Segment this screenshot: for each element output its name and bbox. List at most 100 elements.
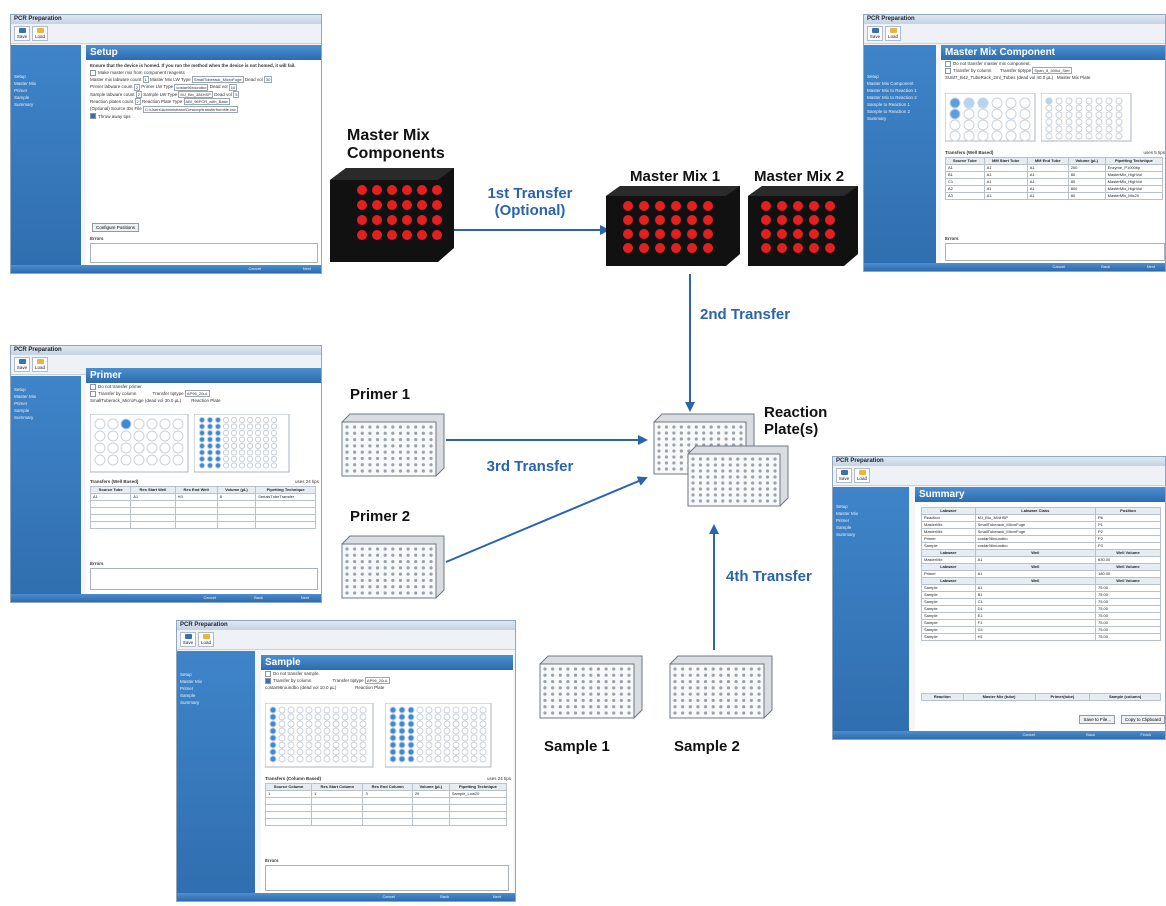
sidebar-item-summary[interactable]: Summary xyxy=(867,116,887,121)
next-button[interactable]: Next xyxy=(302,266,311,271)
sample-source-plate[interactable] xyxy=(265,703,375,769)
back-button[interactable]: Back xyxy=(254,595,263,600)
load-button[interactable]: Load xyxy=(885,26,901,41)
count-field[interactable]: 2 xyxy=(134,98,141,106)
load-button[interactable]: Load xyxy=(32,357,48,372)
table-row[interactable] xyxy=(264,797,508,805)
table-row[interactable] xyxy=(89,521,316,529)
table-row[interactable] xyxy=(264,811,508,819)
sidebar-item-setup[interactable]: Setup xyxy=(836,504,848,509)
cancel-button[interactable]: Cancel xyxy=(1052,264,1065,269)
checkbox[interactable] xyxy=(90,69,96,76)
sidebar-item-sample[interactable]: Sample xyxy=(180,693,196,698)
cancel-button[interactable]: Cancel xyxy=(382,894,395,899)
load-button[interactable]: Load xyxy=(198,632,214,647)
count-field[interactable]: 1 xyxy=(142,76,149,84)
sidebar-item-setup[interactable]: Setup xyxy=(14,74,26,79)
dead-vol-field[interactable]: 30 xyxy=(263,76,273,84)
cancel-button[interactable]: Cancel xyxy=(1022,732,1035,737)
table-row[interactable] xyxy=(89,507,316,515)
sidebar-item-primer[interactable]: Primer xyxy=(836,518,850,523)
transfer-column-option[interactable]: Transfer by column Transfer tiptype AP96… xyxy=(261,677,513,685)
copy-to-clipboard-button[interactable]: Copy to Clipboard xyxy=(1120,715,1165,724)
table-row[interactable] xyxy=(264,804,508,812)
sidebar-item-summary[interactable]: Summary xyxy=(180,700,200,705)
sidebar-item-master-mix[interactable]: Master Mix xyxy=(14,81,37,86)
dead-vol-field[interactable]: 10 xyxy=(228,83,238,91)
checkbox[interactable] xyxy=(265,677,271,684)
checkbox[interactable] xyxy=(945,60,951,67)
sidebar-item-mm-to-reaction-2[interactable]: Master Mix to Reaction 2 xyxy=(867,95,917,100)
sidebar-item-sample[interactable]: Sample xyxy=(836,525,852,530)
sidebar-item-setup[interactable]: Setup xyxy=(14,387,26,392)
transfer-column-option[interactable]: Transfer by column Transfer tiptype AP96… xyxy=(86,390,321,398)
checkbox[interactable] xyxy=(90,383,96,390)
next-button[interactable]: Next xyxy=(300,595,309,600)
save-button[interactable]: Save xyxy=(14,26,30,41)
throw-tips-option[interactable]: Throw away tips xyxy=(86,113,321,120)
no-transfer-option[interactable]: Do not transfer master mix component. xyxy=(941,60,1165,67)
primer-reaction-plate[interactable] xyxy=(194,414,298,474)
source-file-field[interactable]: C:\Users\Administrator\Desktop\transferf… xyxy=(143,105,238,113)
back-button[interactable]: Back xyxy=(1101,264,1110,269)
dead-vol-field[interactable]: 5 xyxy=(233,90,240,98)
sidebar-item-mm-to-reaction-1[interactable]: Master Mix to Reaction 1 xyxy=(867,88,917,93)
transfer-column-option[interactable]: Transfer by column Transfer tiptype Span… xyxy=(941,67,1165,75)
back-button[interactable]: Back xyxy=(440,894,449,899)
no-transfer-option[interactable]: Do not transfer sample. xyxy=(261,670,513,677)
sidebar-item-sample-to-reaction-1[interactable]: Sample to Reaction 1 xyxy=(867,102,911,107)
save-button[interactable]: Save xyxy=(180,632,196,647)
sidebar-item-setup[interactable]: Setup xyxy=(180,672,192,677)
primer-tube-rack[interactable] xyxy=(90,414,190,474)
type-select[interactable]: SmallTuberack_MicroFuge xyxy=(191,76,244,84)
sidebar-item-primer[interactable]: Primer xyxy=(180,686,194,691)
tiptype-select[interactable]: AP96_20uL xyxy=(184,390,210,398)
sidebar-item-master-mix-component[interactable]: Master Mix Component xyxy=(867,81,914,86)
next-button[interactable]: Next xyxy=(1146,264,1155,269)
checkbox[interactable] xyxy=(265,670,271,677)
load-button[interactable]: Load xyxy=(854,468,870,483)
type-select[interactable]: ABI_96PCR_with_Base xyxy=(183,98,230,106)
make-master-mix-option[interactable]: Make master mix from component reagents xyxy=(86,69,321,76)
sidebar-item-sample[interactable]: Sample xyxy=(14,95,30,100)
sidebar-item-sample[interactable]: Sample xyxy=(14,408,30,413)
sidebar-item-master-mix[interactable]: Master Mix xyxy=(180,679,203,684)
save-button[interactable]: Save xyxy=(867,26,883,41)
back-button[interactable]: Back xyxy=(1086,732,1095,737)
cancel-button[interactable]: Cancel xyxy=(248,266,261,271)
sidebar-item-setup[interactable]: Setup xyxy=(867,74,879,79)
checkbox[interactable] xyxy=(945,67,951,74)
save-button[interactable]: Save xyxy=(14,357,30,372)
sidebar-item-master-mix[interactable]: Master Mix xyxy=(14,394,37,399)
table-row[interactable] xyxy=(89,514,316,522)
table-row[interactable] xyxy=(89,500,316,508)
next-button[interactable]: Next xyxy=(492,894,501,899)
configure-positions-button[interactable]: Configure Positions xyxy=(92,223,140,232)
sidebar-item-summary[interactable]: Summary xyxy=(14,415,34,420)
no-transfer-option[interactable]: Do not transfer primer. xyxy=(86,383,321,390)
count-field[interactable]: 2 xyxy=(133,83,141,91)
save-button[interactable]: Save xyxy=(836,468,852,483)
sample-reaction-plate[interactable] xyxy=(385,703,503,769)
type-select[interactable]: costar96roundbo xyxy=(174,83,209,91)
save-to-file-button[interactable]: Save to File... xyxy=(1079,715,1115,724)
sidebar-item-primer[interactable]: Primer xyxy=(14,401,28,406)
sidebar-item-summary[interactable]: Summary xyxy=(836,532,856,537)
finish-button[interactable]: Finish xyxy=(1140,732,1151,737)
tiptype-select[interactable]: Span_8_300ul_Ster xyxy=(1032,67,1072,75)
checkbox[interactable] xyxy=(90,390,96,397)
cancel-button[interactable]: Cancel xyxy=(203,595,216,600)
sidebar-item-summary[interactable]: Summary xyxy=(14,102,34,107)
master-mix-plate[interactable] xyxy=(1041,93,1139,143)
type-select[interactable]: MJ_Bio_384HSP xyxy=(178,90,213,98)
sidebar-item-master-mix[interactable]: Master Mix xyxy=(836,511,859,516)
table-row[interactable] xyxy=(264,818,508,826)
sidebar-item-sample-to-reaction-2[interactable]: Sample to Reaction 2 xyxy=(867,109,911,114)
count-field[interactable]: 2 xyxy=(135,90,143,98)
